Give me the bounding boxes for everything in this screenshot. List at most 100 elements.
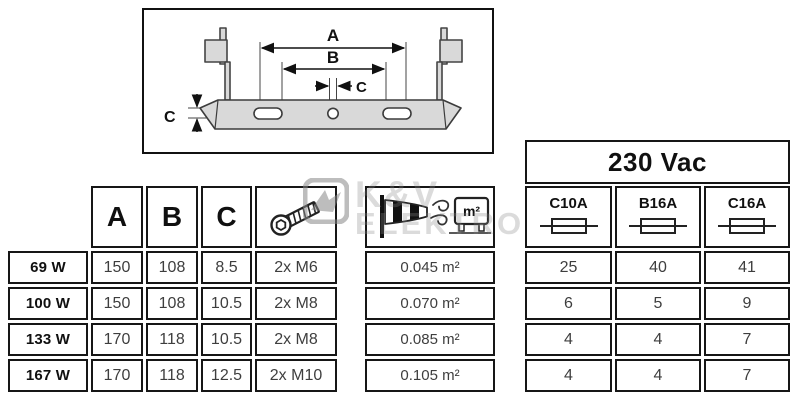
dimension-label-b: B [327,48,339,67]
cell-value: 118 [159,330,185,348]
cell-value: 41 [738,258,756,276]
table-cell: 150 [91,287,143,320]
table-cell: 150 [91,251,143,284]
cell-value: 150 [103,294,131,312]
cell-value: 4 [564,330,573,348]
bracket-hooks [204,27,463,101]
table-cell: 40 [615,251,701,284]
fuse-icon [539,218,598,234]
table-cell: 10.5 [201,287,252,320]
cell-value: 10.5 [210,294,243,312]
cell-value: 6 [564,294,573,312]
table-cell: 0.045 m² [365,251,495,284]
cell-value: 9 [742,294,752,312]
dimension-label-a: A [327,26,339,45]
dimension-label-c-center: C [356,79,367,96]
table-cell: 4 [525,323,612,356]
table-cell: 41 [704,251,790,284]
cell-value: 0.045 m² [400,259,460,276]
cell-value: 40 [649,258,667,276]
table-cell: 8.5 [201,251,252,284]
cell-value: 118 [159,366,185,384]
table-cell: 0.070 m² [365,287,495,320]
cell-value: 108 [158,258,186,276]
cell-value: 5 [653,294,663,312]
table-cell: 118 [146,323,198,356]
table-cell: 108 [146,251,198,284]
table-cell: 4 [615,359,701,392]
table-cell: 2x M10 [255,359,337,392]
fuse-icon [629,218,687,234]
row-label-167w: 167 W [8,359,88,392]
table-cell: 7 [704,359,790,392]
col-header-b: B [146,186,198,248]
table-cell: 12.5 [201,359,252,392]
col-header-screw [255,186,337,248]
table-cell: 0.085 m² [365,323,495,356]
table-cell: 9 [704,287,790,320]
bracket-plate [199,99,462,130]
table-cell: 2x M8 [255,287,337,320]
col-header-b16a: B16A [615,186,701,248]
cell-value: 8.5 [215,258,238,276]
col-header-wind-area: m² [365,186,495,248]
row-label-69w: 69 W [8,251,88,284]
row-label-133w: 133 W [8,323,88,356]
table-cell: 170 [91,359,143,392]
col-header-b-label: B [161,201,183,232]
cell-value: 150 [103,258,131,276]
voltage-header-label: 230 Vac [608,146,707,177]
area-unit-label: m² [463,203,480,219]
table-cell: 25 [525,251,612,284]
voltage-group-header: 230 Vac [525,140,790,184]
row-label-100w: 100 W [8,287,88,320]
cell-value: 170 [103,330,131,348]
table-cell: 10.5 [201,323,252,356]
cell-value: 0.105 m² [400,367,460,384]
col-header-a: A [91,186,143,248]
b16a-label: B16A [638,195,678,212]
table-cell: 5 [615,287,701,320]
cell-value: 2x M6 [274,258,318,276]
cell-value: 25 [559,258,578,276]
c16a-label: C16A [727,195,767,212]
col-header-c10a: C10A [525,186,612,248]
table-cell: 7 [704,323,790,356]
cell-value: 2x M8 [274,330,318,348]
table-cell: 0.105 m² [365,359,495,392]
table-cell: 170 [91,323,143,356]
cell-value: 170 [103,366,131,384]
table-cell: 6 [525,287,612,320]
dimension-label-c-left: C [164,109,176,126]
table-cell: 118 [146,359,198,392]
cell-value: 0.085 m² [400,331,460,348]
slot-hole-right [382,107,412,120]
cell-value: 7 [742,330,752,348]
slot-hole-left [253,107,283,120]
cell-value: 0.070 m² [400,295,460,312]
table-cell: 2x M6 [255,251,337,284]
col-header-c16a: C16A [704,186,790,248]
row-label-text: 167 W [25,367,71,384]
cell-value: 4 [564,366,573,384]
cell-value: 108 [158,294,186,312]
center-hole [327,107,340,120]
c10a-label: C10A [549,195,588,212]
table-cell: 4 [525,359,612,392]
cell-value: 2x M10 [269,366,323,384]
screw-icon [270,201,320,236]
col-header-a-label: A [106,201,128,232]
cell-value: 4 [653,366,663,384]
cell-value: 7 [742,366,752,384]
cell-value: 12.5 [210,366,243,384]
col-header-c: C [201,186,252,248]
table-cell: 4 [615,323,701,356]
cell-value: 4 [653,330,663,348]
windsock-area-icon: m² [380,195,491,238]
fuse-icon [718,218,776,234]
table-cell: 108 [146,287,198,320]
cell-value: 2x M8 [274,294,318,312]
mounting-bracket-diagram: A B C C [142,8,494,154]
cell-value: 10.5 [210,330,243,348]
